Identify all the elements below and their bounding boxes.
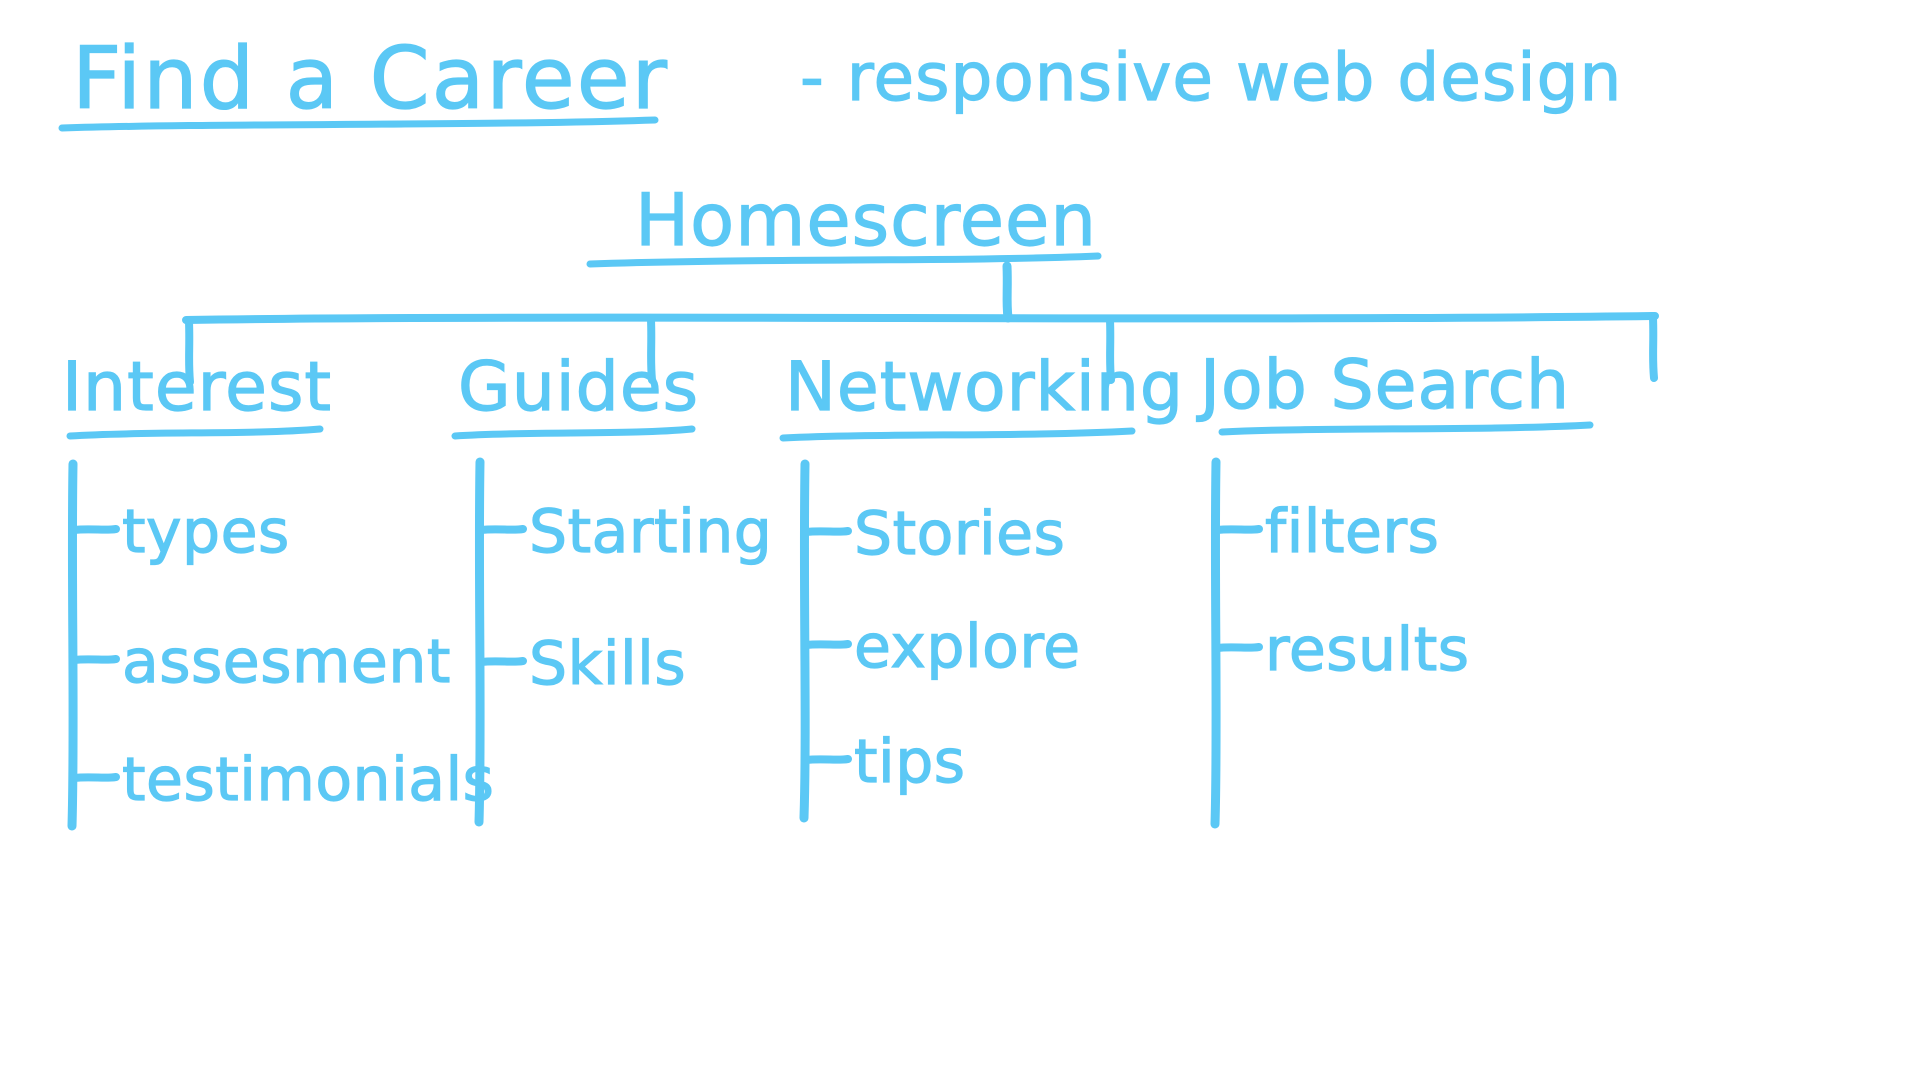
branch-guides-group: Guides Starting Skills <box>451 347 772 827</box>
branch-spine-networking <box>799 459 810 823</box>
leaf-tick-guides-0 <box>477 525 527 534</box>
branch-label-interest: Interest <box>62 348 332 427</box>
leaf-label-job-search-0: filters <box>1265 497 1439 567</box>
branch-underline-guides <box>451 425 696 440</box>
leaf-label-guides-1: Skills <box>529 629 686 699</box>
leaf-label-interest-0: types <box>122 497 290 567</box>
root-node-label: Homescreen <box>635 178 1097 262</box>
root-node-group: Homescreen <box>586 177 1102 323</box>
leaf-tick-job-search-0 <box>1213 525 1263 534</box>
branch-interest-group: Interest types assesment testimonials <box>61 347 495 831</box>
horizontal-connector-bar <box>182 312 1659 324</box>
branch-spine-guides <box>474 457 485 827</box>
branch-job-search-group: Job Search filters results <box>1195 345 1594 829</box>
leaf-tick-interest-0 <box>70 525 120 534</box>
connector-drop-job-search <box>1649 314 1658 382</box>
leaf-tick-job-search-1 <box>1213 643 1263 652</box>
connector-drop-interest <box>185 318 194 386</box>
branch-networking-group: Networking Stories explore tips <box>779 347 1184 823</box>
branch-spine-job-search <box>1210 457 1221 829</box>
branch-label-job-search: Job Search <box>1196 346 1570 425</box>
branch-underline-job-search <box>1218 421 1594 436</box>
branch-spine-interest <box>67 459 78 831</box>
leaf-tick-networking-1 <box>802 640 852 649</box>
root-node-underline <box>586 252 1102 268</box>
branch-label-guides: Guides <box>458 348 699 427</box>
page-subtitle: - responsive web design <box>800 39 1622 116</box>
branch-label-networking: Networking <box>785 348 1184 427</box>
leaf-tick-interest-2 <box>70 773 120 782</box>
leaf-label-networking-0: Stories <box>854 499 1065 569</box>
leaf-tick-guides-1 <box>477 657 527 666</box>
leaf-label-job-search-1: results <box>1265 615 1470 685</box>
leaf-label-interest-2: testimonials <box>122 745 494 815</box>
leaf-tick-networking-0 <box>802 527 852 536</box>
connector-drop-guides <box>647 316 656 384</box>
branch-connector-group <box>182 312 1659 386</box>
leaf-label-networking-2: tips <box>854 727 966 797</box>
connector-drop-networking <box>1106 316 1115 384</box>
root-stem-connector <box>1002 261 1013 323</box>
title-underline <box>58 116 659 132</box>
leaf-label-networking-1: explore <box>854 612 1081 682</box>
branch-underline-networking <box>779 427 1136 442</box>
leaf-tick-networking-2 <box>802 755 852 764</box>
leaf-tick-interest-1 <box>70 655 120 664</box>
branch-underline-interest <box>66 425 324 440</box>
leaf-label-interest-1: assesment <box>122 627 451 697</box>
header-group: Find a Career - responsive web design <box>58 28 1622 132</box>
page-title: Find a Career <box>72 29 669 129</box>
leaf-label-guides-0: Starting <box>529 497 772 567</box>
